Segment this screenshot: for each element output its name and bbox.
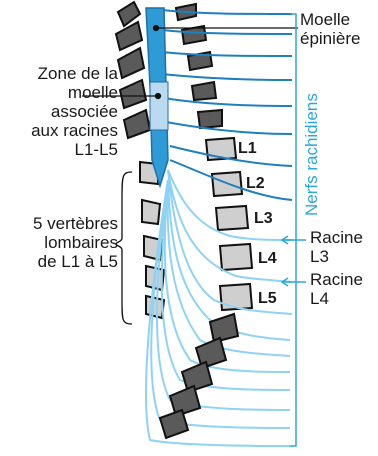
vertebra-label-l2: L2 xyxy=(246,175,265,193)
lumbar-vertebral-bodies xyxy=(206,138,252,310)
sacrum xyxy=(160,314,238,438)
cord-zone-l1-l5 xyxy=(150,82,168,130)
zone-label: Zone de la moelle associée aux racines L… xyxy=(2,64,118,159)
racine-l3-label: Racine L3 xyxy=(310,228,363,266)
arrows xyxy=(282,14,306,446)
vertebra-label-l4: L4 xyxy=(258,250,277,268)
vertebra-label-l3: L3 xyxy=(254,210,273,228)
thoracic-vertebrae xyxy=(116,2,222,138)
moelle-epiniere-label: Moelle épinière xyxy=(300,10,361,48)
vertebres-label: 5 vertèbres lombaires de L1 à L5 xyxy=(0,214,118,271)
racine-l4-label: Racine L4 xyxy=(310,270,363,308)
nerfs-rachidiens-label: Nerfs rachidiens xyxy=(302,93,322,216)
vertebra-label-l1: L1 xyxy=(238,140,257,158)
vertebra-label-l5: L5 xyxy=(258,290,277,308)
thoracic-nerves xyxy=(162,10,292,200)
